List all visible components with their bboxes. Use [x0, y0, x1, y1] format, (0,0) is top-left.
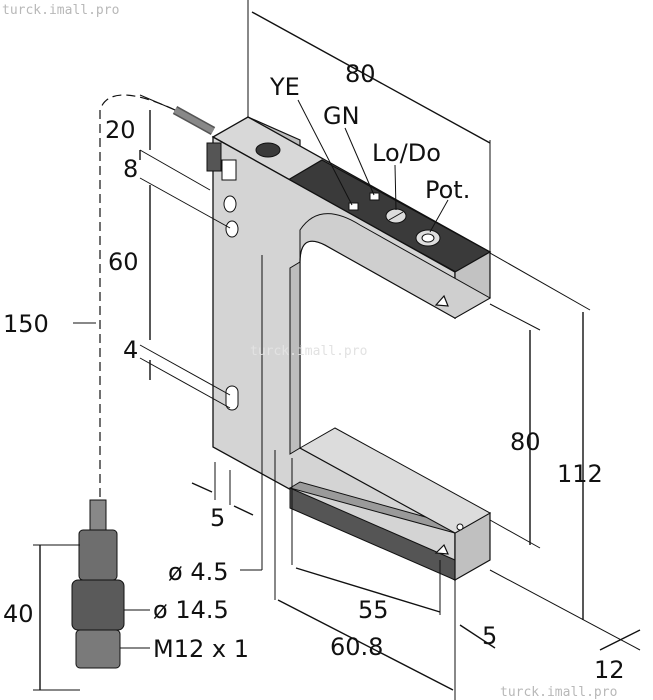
label-pot: Pot. [425, 176, 470, 204]
connector-thread [75, 629, 121, 669]
dim-5-right: 5 [482, 622, 497, 650]
dimension-lines [33, 0, 641, 700]
dim-8: 8 [123, 155, 138, 183]
label-lo-do: Lo/Do [372, 139, 441, 167]
watermark-bottom: turck.imall.pro [500, 685, 617, 700]
connector-body [78, 529, 118, 581]
watermark-top: turck.imall.pro [2, 3, 119, 18]
dim-connector-dia: ø 14.5 [153, 596, 229, 624]
led-ye [348, 202, 359, 211]
label-gn: GN [323, 102, 360, 130]
dim-60-8: 60.8 [330, 633, 383, 661]
dim-112: 112 [557, 460, 603, 488]
cable-connector [71, 94, 216, 669]
beam-mark-upper [434, 294, 449, 307]
dim-width-80: 80 [345, 60, 376, 88]
dim-55: 55 [358, 596, 389, 624]
connector-nut [71, 579, 125, 631]
dim-40: 40 [3, 600, 34, 628]
dim-60: 60 [108, 248, 139, 276]
dim-gap-80: 80 [510, 428, 541, 456]
label-ye: YE [269, 73, 300, 101]
dim-20: 20 [105, 116, 136, 144]
beam-mark-lower [434, 543, 449, 555]
led-gn [369, 192, 380, 201]
mounting-hole-upper [223, 195, 237, 213]
dim-hole-dia: ø 4.5 [168, 558, 228, 586]
dim-12: 12 [594, 656, 625, 684]
top-hole [255, 142, 281, 158]
dim-5-left: 5 [210, 504, 225, 532]
mounting-hole-middle [225, 220, 239, 238]
watermark-center: turck.imall.pro [250, 344, 367, 359]
dim-150: 150 [3, 310, 49, 338]
sensor-body [206, 116, 492, 582]
mounting-slot [225, 385, 239, 411]
dim-thread: M12 x 1 [153, 635, 249, 663]
dim-4: 4 [123, 336, 138, 364]
